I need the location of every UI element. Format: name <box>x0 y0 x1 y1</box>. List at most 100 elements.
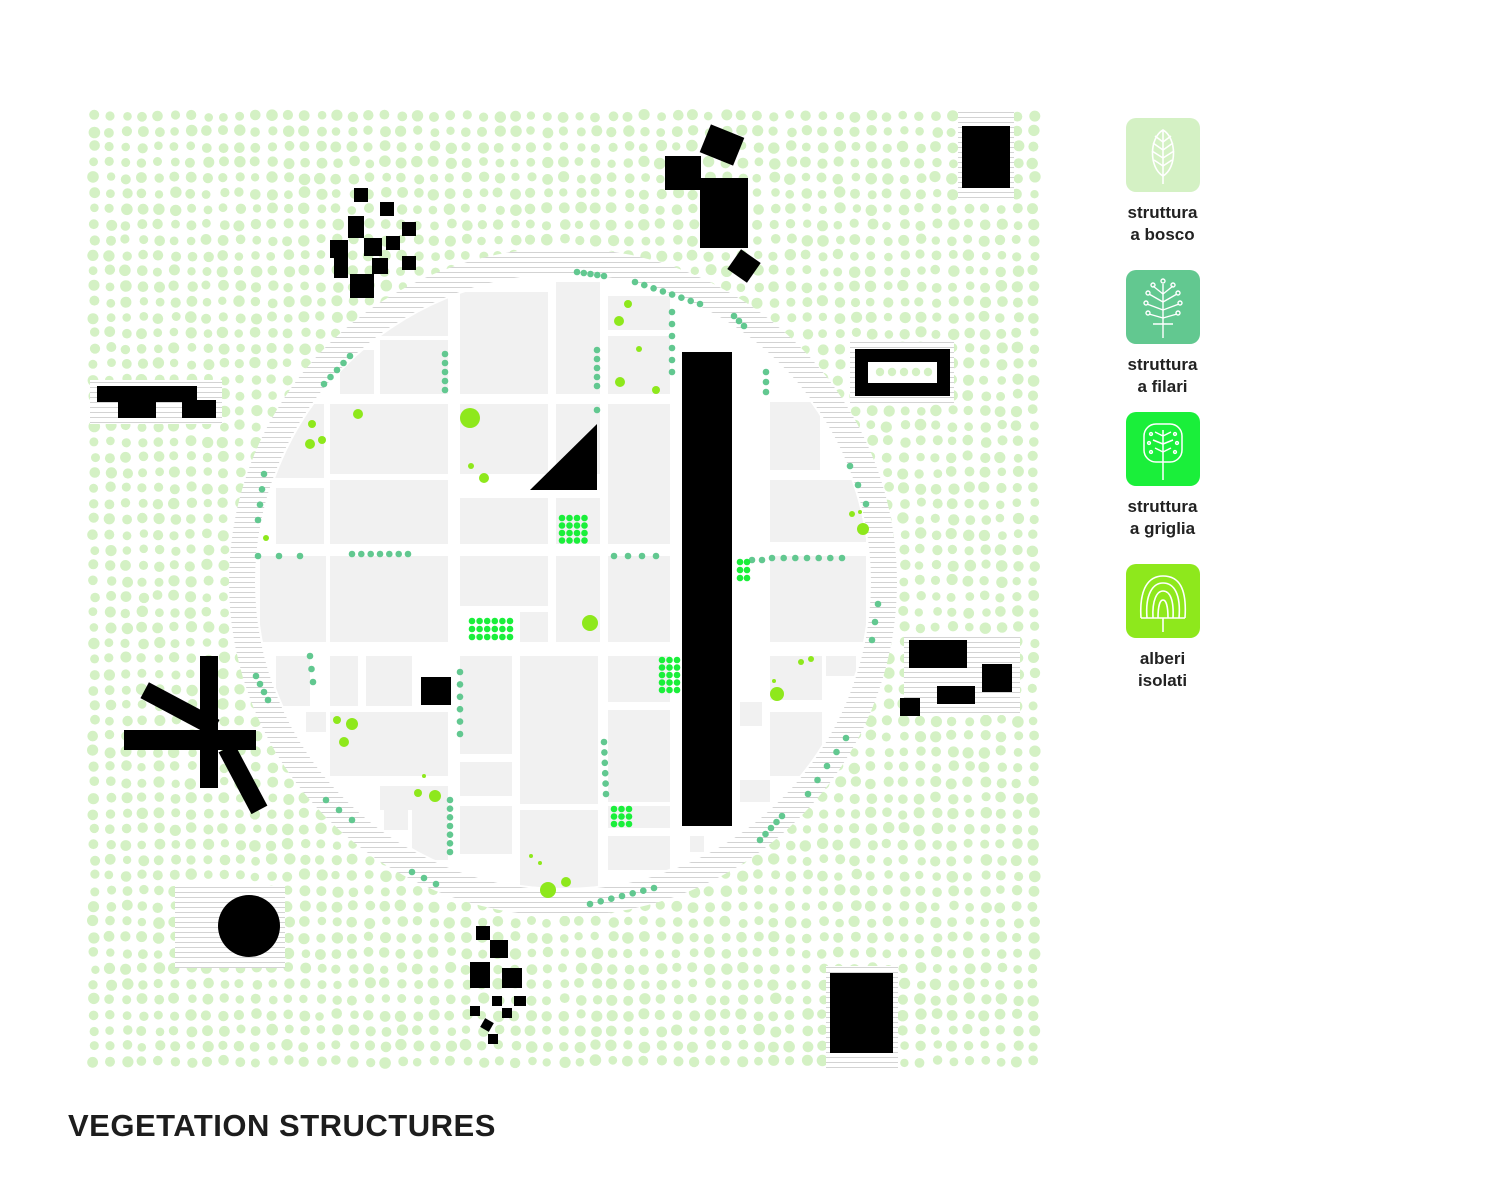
forest-tree <box>106 792 117 803</box>
forest-tree <box>137 1043 147 1052</box>
forest-tree <box>930 856 941 867</box>
forest-tree <box>996 205 1006 214</box>
forest-tree <box>915 515 925 525</box>
forest-tree <box>185 838 196 850</box>
forest-tree <box>606 1010 618 1022</box>
forest-tree <box>866 251 876 261</box>
forest-tree <box>980 807 992 819</box>
forest-tree <box>558 126 569 136</box>
forest-tree <box>1011 327 1022 338</box>
row-tree <box>441 377 449 385</box>
grid-tree <box>673 664 681 671</box>
forest-tree <box>672 1010 683 1020</box>
forest-tree <box>203 205 213 215</box>
forest-tree <box>995 1025 1005 1035</box>
forest-tree <box>380 1041 392 1053</box>
forest-tree <box>771 870 781 880</box>
forest-tree <box>105 1026 114 1035</box>
forest-tree <box>444 249 455 260</box>
row-tree <box>756 836 764 844</box>
forest-tree <box>994 451 1006 464</box>
row-tree <box>404 550 412 558</box>
forest-tree <box>884 761 893 771</box>
forest-tree <box>1012 498 1022 508</box>
forest-tree <box>963 607 975 619</box>
forest-tree <box>802 1025 814 1037</box>
grid-tree <box>499 617 506 625</box>
forest-tree <box>169 560 179 570</box>
forest-tree <box>932 763 942 773</box>
forest-tree <box>494 235 503 245</box>
forest-tree <box>591 1010 603 1022</box>
grid-tree <box>566 537 573 544</box>
forest-tree <box>185 311 197 323</box>
forest-tree <box>997 435 1008 446</box>
forest-tree <box>994 406 1006 417</box>
forest-tree <box>251 251 260 260</box>
forest-tree <box>948 1025 958 1035</box>
forest-tree <box>996 482 1007 494</box>
forest-tree <box>218 484 229 495</box>
forest-tree <box>1028 529 1038 539</box>
building <box>178 386 196 402</box>
forest-tree <box>104 529 115 540</box>
forest-tree <box>154 561 165 572</box>
forest-tree <box>122 886 133 896</box>
forest-tree <box>88 512 99 523</box>
forest-tree <box>687 962 698 973</box>
forest-tree <box>364 870 374 879</box>
forest-tree <box>1013 980 1024 990</box>
forest-tree <box>105 1010 115 1020</box>
grid-tree <box>558 537 566 544</box>
forest-tree <box>202 297 212 307</box>
forest-tree <box>964 218 973 228</box>
forest-tree <box>672 917 683 927</box>
forest-tree <box>1013 621 1024 632</box>
forest-tree <box>106 235 116 246</box>
forest-tree <box>914 158 925 169</box>
forest-tree <box>154 577 164 587</box>
building <box>380 202 394 216</box>
forest-tree <box>315 949 326 960</box>
row-tree <box>641 281 648 289</box>
forest-tree <box>235 313 246 324</box>
forest-tree <box>591 125 603 137</box>
grid-tree <box>476 625 483 633</box>
forest-tree <box>203 575 214 586</box>
forest-tree <box>187 1057 198 1068</box>
forest-tree <box>883 468 893 478</box>
forest-tree <box>703 886 714 897</box>
forest-tree <box>154 822 165 834</box>
forest-tree <box>461 233 472 244</box>
forest-tree <box>235 280 247 292</box>
forest-tree <box>233 1009 244 1021</box>
row-tree <box>823 762 831 770</box>
forest-tree <box>900 886 911 897</box>
forest-tree <box>153 1055 163 1066</box>
forest-tree <box>299 343 311 356</box>
forest-tree <box>363 110 374 121</box>
forest-tree <box>120 651 132 663</box>
forest-tree <box>218 173 228 183</box>
forest-tree <box>965 592 975 601</box>
forest-tree <box>754 250 763 260</box>
forest-tree <box>946 871 959 883</box>
forest-tree <box>703 963 716 976</box>
forest-tree <box>948 885 960 897</box>
forest-tree <box>268 793 278 803</box>
forest-tree <box>541 202 553 214</box>
forest-tree <box>979 466 991 478</box>
forest-tree <box>882 949 892 959</box>
forest-tree <box>719 1025 730 1036</box>
forest-tree <box>994 902 1006 914</box>
forest-tree <box>88 761 99 772</box>
row-tree <box>376 550 384 558</box>
forest-tree <box>414 188 424 198</box>
forest-tree <box>460 964 471 975</box>
forest-tree <box>1013 948 1023 958</box>
forest-tree <box>946 173 958 185</box>
forest-tree <box>250 872 260 882</box>
forest-tree <box>933 1040 943 1049</box>
forest-tree <box>152 902 163 913</box>
forest-tree <box>817 235 829 247</box>
